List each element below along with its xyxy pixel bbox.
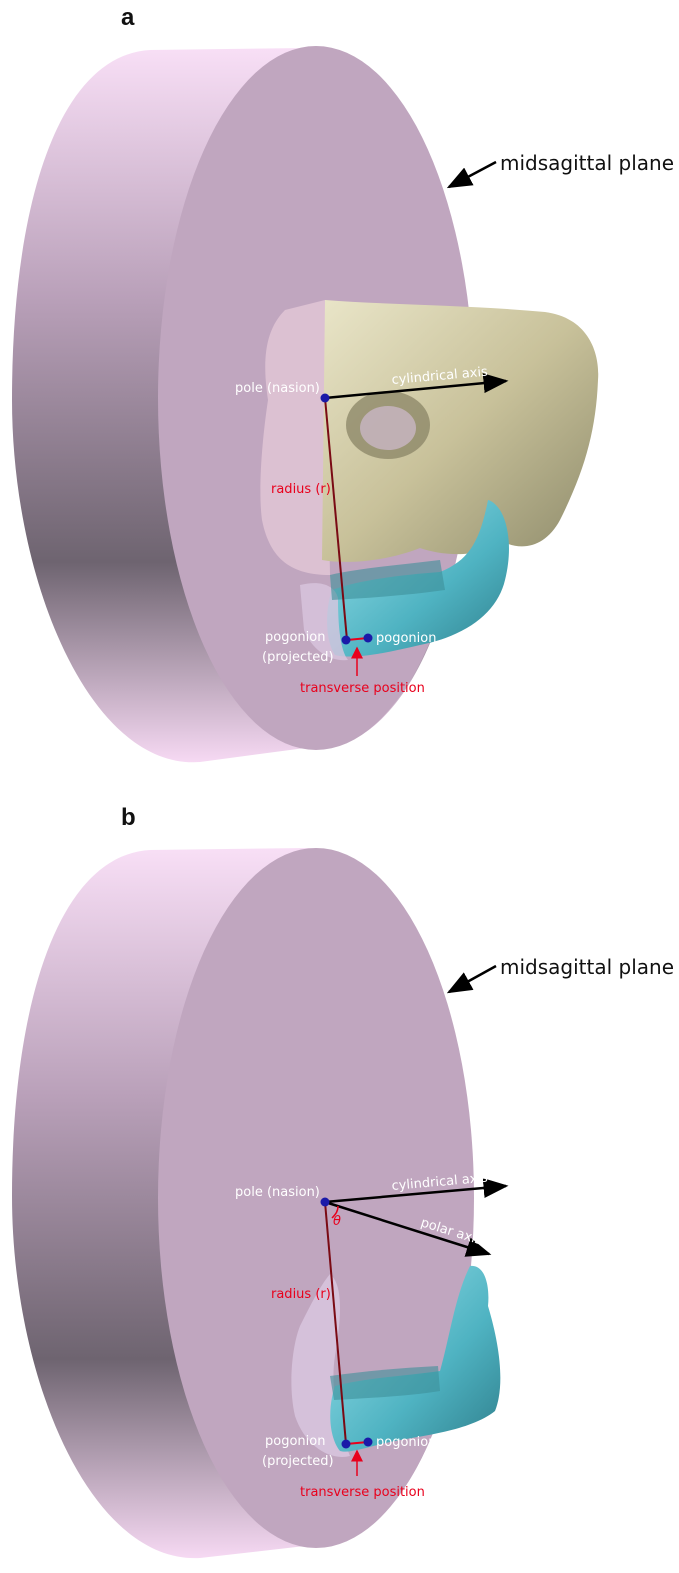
orbit-inner bbox=[360, 406, 416, 450]
radius-label: radius (r) bbox=[271, 1287, 331, 1302]
pole-nasion-label: pole (nasion) bbox=[235, 1185, 320, 1200]
transverse-position-label: transverse position bbox=[300, 1485, 425, 1500]
midsagittal-plane-label: midsagittal plane bbox=[500, 955, 674, 979]
pole-nasion-point bbox=[321, 1198, 330, 1207]
pogonion-projected-label-2: (projected) bbox=[262, 1454, 334, 1469]
midsagittal-plane-arrow bbox=[449, 162, 496, 187]
transverse-position-label: transverse position bbox=[300, 681, 425, 696]
pogonion-projected-point bbox=[342, 636, 351, 645]
pogonion-projected-label-1: pogonion bbox=[265, 630, 325, 645]
pogonion-label: pogonion bbox=[376, 631, 436, 646]
panel-letter-b: b bbox=[121, 804, 136, 832]
panel-b: midsagittal plane pole (nasion) cylindri… bbox=[0, 786, 679, 1572]
skull-left-ghost bbox=[260, 300, 330, 575]
pogonion-point bbox=[364, 1438, 373, 1447]
pogonion-projected-label-2: (projected) bbox=[262, 650, 334, 665]
midsagittal-plane-arrow bbox=[449, 966, 496, 992]
radius-label: radius (r) bbox=[271, 482, 331, 497]
pogonion-point bbox=[364, 634, 373, 643]
pole-nasion-label: pole (nasion) bbox=[235, 381, 320, 396]
theta-label: θ bbox=[333, 1214, 341, 1229]
panel-a-figure: midsagittal plane pole (nasion) cylindri… bbox=[0, 0, 679, 786]
pogonion-projected-point bbox=[342, 1440, 351, 1449]
panel-b-figure: midsagittal plane pole (nasion) cylindri… bbox=[0, 786, 679, 1572]
midsagittal-plane-label: midsagittal plane bbox=[500, 151, 674, 175]
panel-letter-a: a bbox=[121, 4, 134, 32]
pole-nasion-point bbox=[321, 394, 330, 403]
panel-a: midsagittal plane pole (nasion) cylindri… bbox=[0, 0, 679, 786]
pogonion-label: pogonion bbox=[376, 1435, 436, 1450]
pogonion-projected-label-1: pogonion bbox=[265, 1434, 325, 1449]
